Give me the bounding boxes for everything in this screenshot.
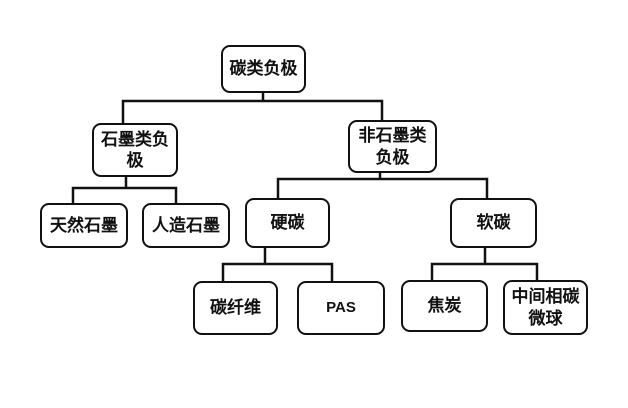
- node-mesocarbon-microbeads: 中间相碳 微球: [503, 280, 588, 335]
- node-natural-graphite: 天然石墨: [40, 203, 128, 248]
- node-non-graphite-anode: 非石墨类 负极: [348, 120, 437, 173]
- node-graphite-anode: 石墨类负 极: [92, 123, 178, 177]
- node-coke: 焦炭: [401, 280, 488, 332]
- node-carbon-anode: 碳类负极: [221, 45, 306, 93]
- node-hard-carbon: 硬碳: [245, 198, 330, 248]
- node-soft-carbon: 软碳: [450, 198, 537, 248]
- node-carbon-fiber: 碳纤维: [193, 281, 278, 335]
- node-artificial-graphite: 人造石墨: [142, 203, 230, 248]
- node-pas: PAS: [297, 281, 385, 335]
